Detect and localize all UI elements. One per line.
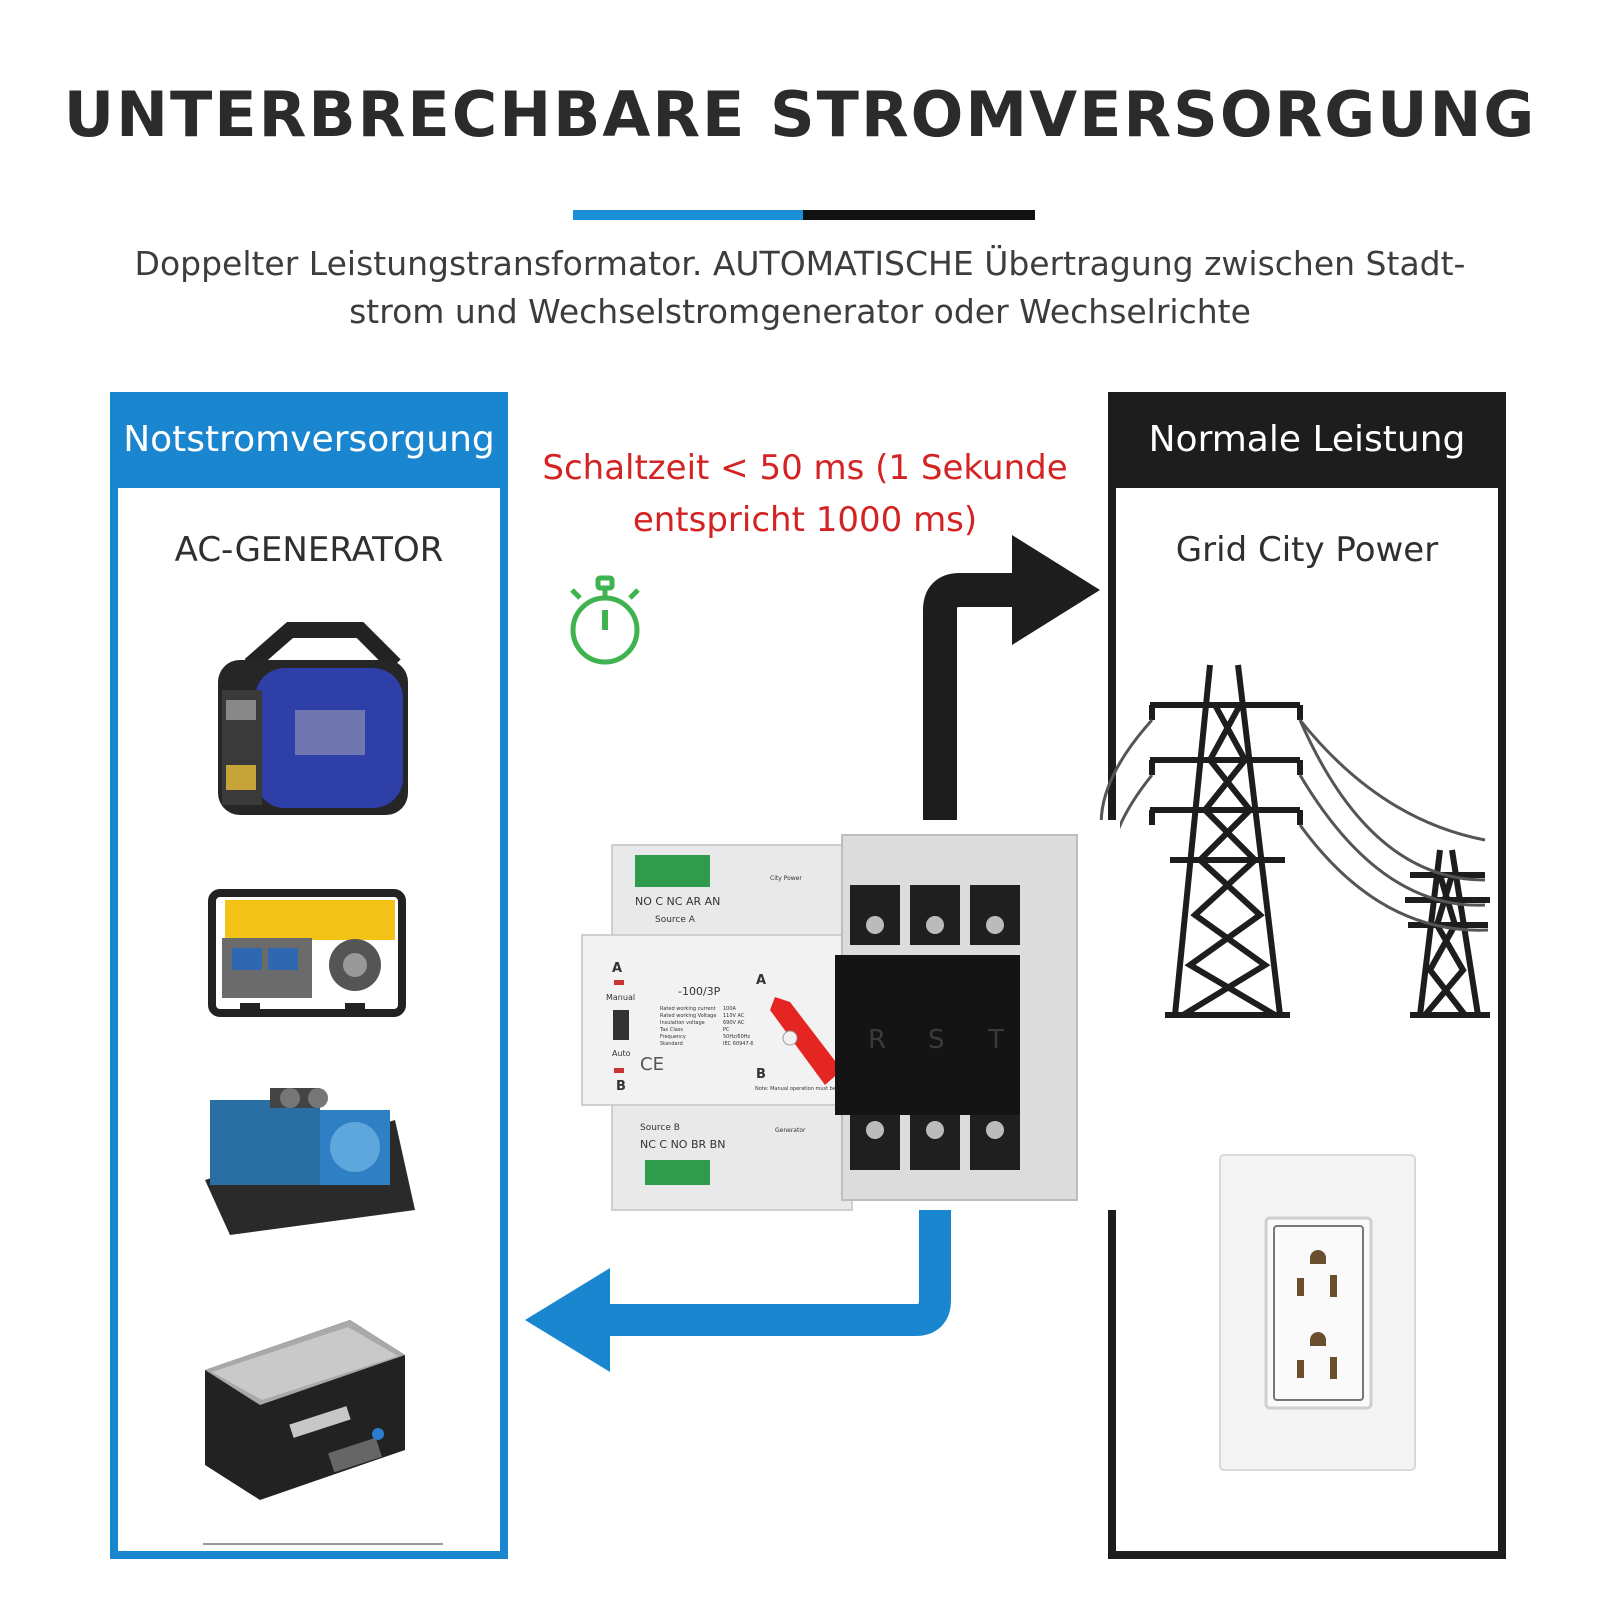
switch-time-note: Schaltzeit < 50 ms (1 Sekunde entspricht… — [520, 442, 1090, 546]
city-power-label: City Power — [770, 875, 802, 882]
subtitle-line-2: strom und Wechselstromgenerator oder Wec… — [349, 292, 1251, 331]
arrow-to-generator — [525, 1210, 951, 1372]
diesel-generator-image — [205, 1088, 415, 1235]
spec-value: 110V AC — [723, 1013, 745, 1019]
spec-value: IEC 60947-6 — [723, 1041, 754, 1047]
device-label-a: A — [612, 961, 622, 976]
ce-mark: CE — [640, 1054, 664, 1075]
auto-label: Auto — [612, 1049, 631, 1058]
spec-label: Rated working Voltage — [660, 1013, 716, 1019]
page-title: UNTERBRECHBARE STROMVERSORGUNG — [63, 78, 1537, 151]
subtitle-line-1: Doppelter Leistungstransformator. AUTOMA… — [134, 244, 1466, 283]
phase-label-s: S — [928, 1025, 945, 1055]
title-underline-blue — [573, 210, 803, 220]
normal-power-header: Normale Leistung — [1116, 400, 1498, 488]
portable-generator-image — [208, 889, 406, 1017]
terminals-b-label: NC C NO BR BN — [640, 1138, 725, 1151]
page-subtitle: Doppelter Leistungstransformator. AUTOMA… — [110, 240, 1490, 336]
phase-labels: R S T — [868, 1025, 1004, 1055]
spec-value: 690V AC — [723, 1020, 745, 1026]
source-a-label: Source A — [655, 915, 696, 925]
spec-value: PC — [723, 1027, 730, 1033]
terminals-a-label: NO C NC AR AN — [635, 895, 720, 908]
spec-value: 50Hz/60Hz — [723, 1034, 751, 1040]
stopwatch-icon — [570, 575, 640, 665]
spec-label: Insulation voltage — [660, 1020, 705, 1026]
manual-label: Manual — [606, 993, 635, 1002]
spec-label: Frequency — [660, 1034, 686, 1040]
ac-generator-heading: AC-GENERATOR — [174, 530, 444, 570]
phase-label-r: R — [868, 1025, 886, 1055]
device-label-b-right: B — [756, 1067, 766, 1082]
spec-label: Rated working current — [660, 1006, 716, 1012]
source-b-label: Source B — [640, 1123, 680, 1133]
grid-power-heading: Grid City Power — [1175, 530, 1439, 570]
spec-block: Rated working current 100A Rated working V… — [659, 1006, 754, 1047]
inverter-generator-image — [218, 622, 408, 815]
generator-label: Generator — [775, 1127, 806, 1134]
automatic-transfer-switch-image: NO C NC AR AN Source A City Power -100/3… — [565, 820, 1120, 1211]
power-inverter-image — [205, 1320, 405, 1500]
title-underline-black — [803, 210, 1035, 220]
model-label: -100/3P — [678, 985, 721, 998]
switch-time-line-2: entspricht 1000 ms) — [632, 500, 978, 540]
device-label-a-right: A — [756, 973, 766, 988]
phase-label-t: T — [987, 1025, 1004, 1055]
power-transmission-towers-image — [1099, 664, 1490, 1018]
spec-value: 100A — [723, 1006, 737, 1012]
note-label: Note: Manual operation must be in Manual… — [755, 1086, 883, 1092]
device-label-b: B — [616, 1079, 626, 1094]
wall-outlet-image — [1219, 1154, 1416, 1471]
spec-label: Tax Class — [659, 1027, 683, 1033]
emergency-power-header: Notstromversorgung — [118, 400, 500, 488]
spec-label: Standard — [660, 1041, 683, 1047]
arrow-to-grid — [923, 535, 1100, 830]
switch-time-line-1: Schaltzeit < 50 ms (1 Sekunde — [542, 448, 1068, 488]
divider — [203, 1543, 443, 1545]
